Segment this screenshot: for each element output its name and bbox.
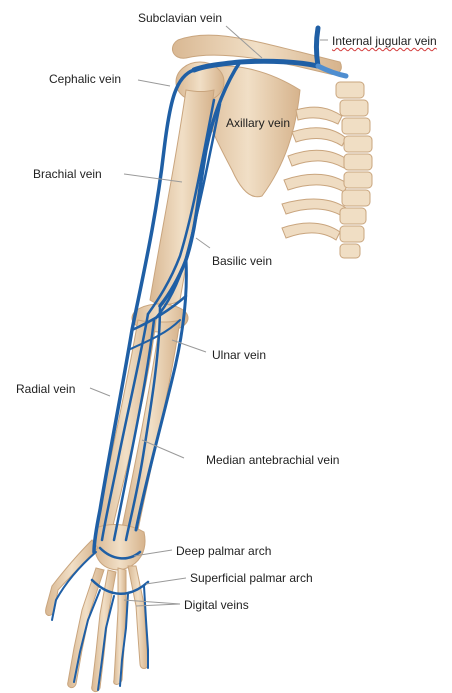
label-axillary-vein: Axillary vein bbox=[226, 116, 290, 130]
label-basilic-vein: Basilic vein bbox=[212, 254, 272, 268]
leader-digital-2 bbox=[124, 600, 180, 604]
label-subclavian-vein: Subclavian vein bbox=[138, 11, 222, 25]
leader-radial bbox=[90, 388, 110, 396]
finger-ring bbox=[114, 568, 126, 685]
label-superficial-palmar-arch: Superficial palmar arch bbox=[190, 571, 313, 585]
leader-cephalic bbox=[138, 80, 170, 86]
label-median-antebrachial-vein: Median antebrachial vein bbox=[206, 453, 339, 467]
internal-jugular-vein-path bbox=[317, 28, 319, 66]
label-ulnar-vein: Ulnar vein bbox=[212, 348, 266, 362]
leader-superficial-palmar bbox=[146, 578, 186, 584]
label-deep-palmar-arch: Deep palmar arch bbox=[176, 544, 271, 558]
vertebral-column bbox=[336, 82, 372, 258]
leader-basilic bbox=[196, 238, 210, 248]
label-brachial-vein: Brachial vein bbox=[33, 167, 102, 181]
label-radial-vein: Radial vein bbox=[16, 382, 75, 396]
label-internal-jugular-vein: Internal jugular vein bbox=[332, 34, 437, 48]
carpals bbox=[94, 525, 145, 570]
label-digital-veins: Digital veins bbox=[184, 598, 249, 612]
label-internal-jugular-vein-text: Internal jugular vein bbox=[332, 34, 437, 48]
label-cephalic-vein: Cephalic vein bbox=[49, 72, 121, 86]
